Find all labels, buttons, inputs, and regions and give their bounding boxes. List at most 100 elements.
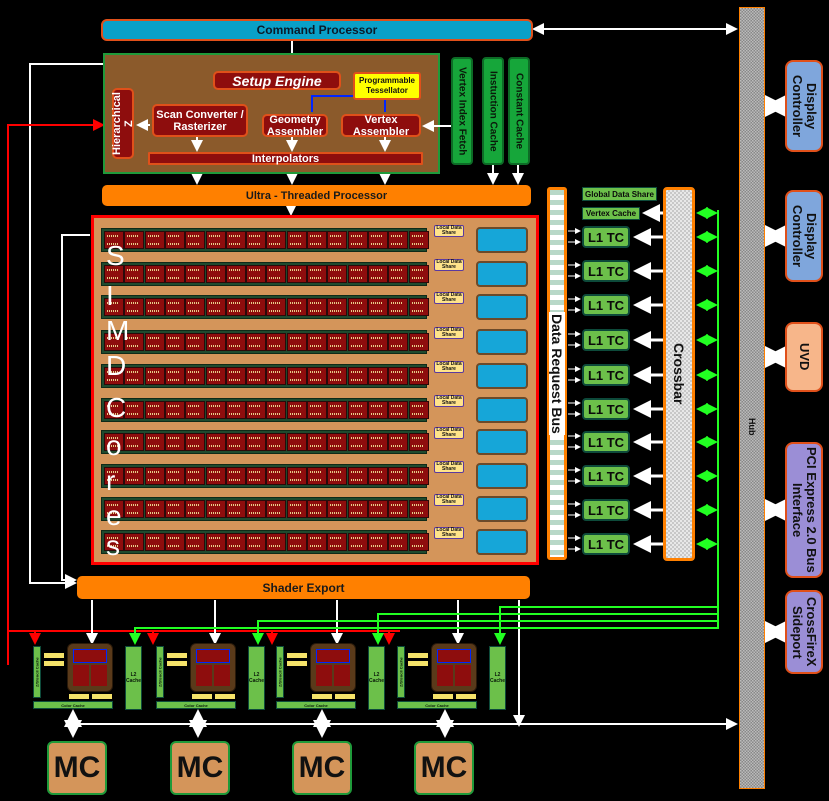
- rb-link: [312, 694, 332, 699]
- command-processor: Command Processor: [101, 19, 533, 41]
- instruction-cache: Instuction Cache: [482, 57, 504, 165]
- stream-processing-unit: [327, 401, 348, 419]
- stream-processing-unit: [124, 367, 145, 385]
- stream-processing-unit: [327, 333, 348, 351]
- z-unit: [316, 665, 332, 686]
- stream-processing-unit: [266, 533, 287, 551]
- stream-processing-unit: [205, 333, 226, 351]
- stream-processing-unit: [104, 500, 124, 518]
- stream-processing-unit: [388, 401, 409, 419]
- command-processor-label: Command Processor: [256, 23, 378, 37]
- io-block: Display Controller: [785, 60, 823, 152]
- stream-processing-unit: [164, 533, 185, 551]
- ultra-threaded-processor: Ultra - Threaded Processor: [102, 185, 531, 206]
- stream-processing-unit: [185, 401, 206, 419]
- stream-processing-unit: [367, 298, 388, 316]
- l1-texture-cache-label: L1 TC: [587, 367, 625, 383]
- stream-processing-unit: [286, 401, 307, 419]
- stream-processing-unit: [164, 367, 185, 385]
- rb-link: [192, 694, 212, 699]
- color-cache: Color Cache: [276, 701, 356, 709]
- stream-processing-unit: [205, 401, 226, 419]
- stream-processing-unit: [347, 333, 368, 351]
- l1-texture-cache: L1 TC: [582, 364, 630, 386]
- stream-processing-unit: [347, 533, 368, 551]
- stream-processing-unit: [307, 298, 327, 316]
- simd-label-letter-label: M: [106, 315, 130, 346]
- stream-processing-unit: [408, 401, 429, 419]
- l1-texture-cache-label: L1 TC: [587, 536, 625, 552]
- l1-texture-cache: L1 TC: [582, 499, 630, 521]
- stream-processing-unit: [408, 500, 429, 518]
- stream-processing-unit: [388, 265, 409, 283]
- simd-core: [101, 464, 429, 488]
- l1-texture-cache-label: L1 TC: [587, 502, 625, 518]
- rop-quads: [196, 649, 230, 663]
- l1-texture-cache: L1 TC: [582, 465, 630, 487]
- color-cache: Color Cache: [397, 701, 477, 709]
- io-block-label: PCI Express 2.0 Bus Interface: [790, 447, 819, 573]
- stream-processing-unit: [246, 265, 267, 283]
- stream-processing-unit: [266, 231, 287, 249]
- stream-processing-unit: [367, 467, 388, 485]
- l2-cache-label: L2 Cache: [249, 672, 265, 684]
- simd-label-letter-label: e: [106, 500, 122, 531]
- local-data-share: Local Data Share: [434, 461, 464, 473]
- stream-processing-unit: [327, 231, 348, 249]
- stream-processing-unit: [408, 367, 429, 385]
- stream-processing-unit: [307, 433, 327, 451]
- l2-cache-label: L2 Cache: [369, 672, 385, 684]
- stream-processing-unit: [367, 433, 388, 451]
- color-cache-label: Color Cache: [61, 702, 85, 708]
- stream-processing-unit: [144, 333, 165, 351]
- local-data-share: Local Data Share: [434, 259, 464, 271]
- vertex-index-fetch-label: Vertex Index Fetch: [456, 66, 468, 156]
- l1-texture-cache: L1 TC: [582, 398, 630, 420]
- setup-engine-label: Setup Engine: [232, 72, 322, 89]
- scan-converter-label: Scan Converter / Rasterizer: [156, 108, 244, 133]
- scan-converter-rasterizer: Scan Converter / Rasterizer: [152, 104, 248, 137]
- stream-processing-unit: [367, 367, 388, 385]
- stream-processing-unit: [286, 467, 307, 485]
- stream-processing-unit: [307, 333, 327, 351]
- stream-processing-unit: [388, 298, 409, 316]
- texture-unit: [476, 397, 528, 423]
- z-stencil-cache-label: Z/Stencil Cache: [277, 657, 283, 687]
- local-data-share-label: Local Data Share: [436, 494, 462, 505]
- rb-link: [44, 653, 64, 658]
- l1-texture-cache: L1 TC: [582, 329, 630, 351]
- simd-label-letter-label: C: [106, 392, 127, 423]
- stream-processing-unit: [104, 333, 124, 351]
- rb-link: [287, 661, 307, 666]
- stream-processing-unit: [185, 231, 206, 249]
- l1-texture-cache: L1 TC: [582, 431, 630, 453]
- memory-controller-label: MC: [420, 751, 468, 784]
- stream-processing-unit: [164, 298, 185, 316]
- l1-texture-cache: L1 TC: [582, 226, 630, 248]
- stream-processing-unit: [286, 333, 307, 351]
- stream-processing-unit: [367, 401, 388, 419]
- local-data-share: Local Data Share: [434, 292, 464, 304]
- stream-processing-unit: [388, 333, 409, 351]
- stream-processing-unit: [124, 333, 145, 351]
- stream-processing-unit: [185, 333, 206, 351]
- stream-processing-unit: [185, 533, 206, 551]
- l1-texture-cache: L1 TC: [582, 533, 630, 555]
- memory-controller: MC: [170, 741, 230, 795]
- stream-processing-unit: [225, 533, 246, 551]
- local-data-share: Local Data Share: [434, 361, 464, 373]
- stream-processing-unit: [164, 265, 185, 283]
- stream-processing-unit: [164, 333, 185, 351]
- stream-processing-unit: [327, 467, 348, 485]
- stream-processing-unit: [347, 367, 368, 385]
- stream-processing-unit: [205, 265, 226, 283]
- stream-processing-unit: [225, 298, 246, 316]
- hub-label: Hub: [747, 418, 757, 436]
- stream-processing-unit: [205, 231, 226, 249]
- stream-processing-unit: [327, 533, 348, 551]
- rop-quads: [316, 649, 350, 663]
- stream-processing-unit: [266, 265, 287, 283]
- stream-processing-unit: [205, 467, 226, 485]
- stream-processing-unit: [205, 500, 226, 518]
